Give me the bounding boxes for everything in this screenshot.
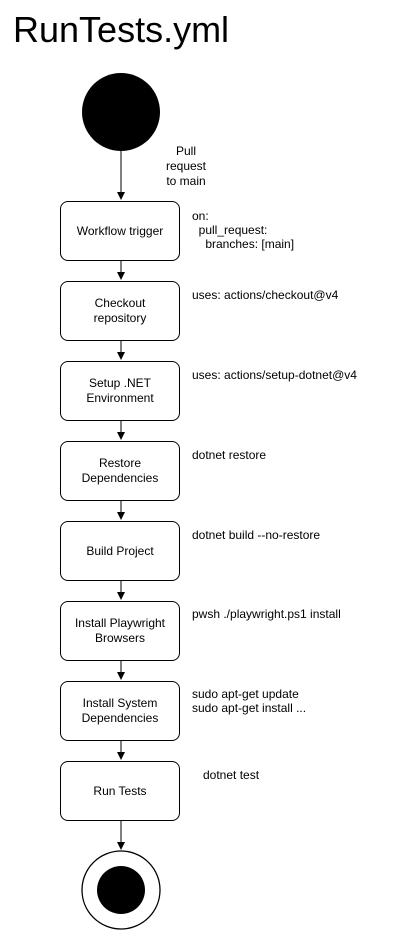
start-node xyxy=(82,73,160,151)
diagram-title: RunTests.yml xyxy=(13,9,230,50)
note-workflow-trigger: on: pull_request: branches: [main] xyxy=(192,209,295,251)
note-run-tests: dotnet test xyxy=(203,768,260,782)
start-edge-label: Pull request to main xyxy=(165,144,207,188)
step-workflow-trigger: Workflow trigger xyxy=(60,201,180,261)
end-node-dot xyxy=(97,866,145,914)
note-checkout-repository: uses: actions/checkout@v4 xyxy=(192,288,339,302)
step-build-project: Build Project xyxy=(60,521,180,581)
step-checkout-repository: Checkout repository xyxy=(60,281,180,341)
step-run-tests: Run Tests xyxy=(60,761,180,821)
step-setup-dotnet: Setup .NET Environment xyxy=(60,361,180,421)
step-install-system-dependencies: Install System Dependencies xyxy=(60,681,180,741)
note-install-system-dependencies: sudo apt-get update sudo apt-get install… xyxy=(192,687,307,715)
note-install-playwright: pwsh ./playwright.ps1 install xyxy=(192,607,341,621)
step-restore-dependencies: Restore Dependencies xyxy=(60,441,180,501)
note-restore-dependencies: dotnet restore xyxy=(192,448,267,462)
step-install-playwright: Install Playwright Browsers xyxy=(60,601,180,661)
note-setup-dotnet: uses: actions/setup-dotnet@v4 xyxy=(192,368,357,382)
note-build-project: dotnet build --no-restore xyxy=(192,528,321,542)
